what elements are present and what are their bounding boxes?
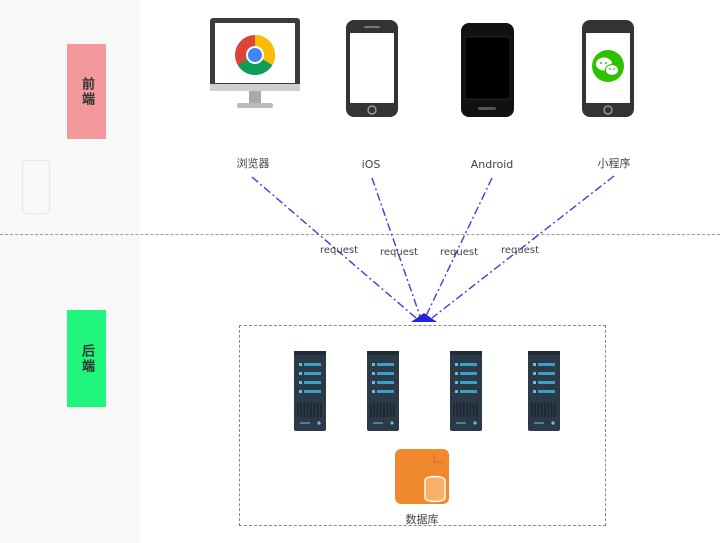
client-label-ios: iOS (361, 158, 381, 171)
server-rack-icon (294, 351, 560, 431)
arrow-browser (251, 176, 417, 319)
wechat-phone-icon (582, 20, 634, 117)
client-label-miniprogram: 小程序 (597, 157, 631, 170)
database-icon (395, 449, 449, 504)
server-unit (450, 351, 482, 431)
arrowhead-icon (411, 313, 437, 322)
frontend-section-label: 前端 (67, 44, 106, 139)
frontend-backend-divider (0, 234, 720, 235)
request-arrows (251, 175, 615, 319)
faded-phone-icon (22, 160, 50, 214)
arrow-android (425, 177, 493, 317)
request-label-browser: request (320, 245, 359, 256)
server-unit (367, 351, 399, 431)
client-label-android: Android (470, 158, 514, 171)
chrome-monitor-icon (210, 18, 300, 108)
database-label: 数据库 (405, 513, 439, 526)
iphone-white-icon (346, 20, 398, 117)
request-label-android: request (440, 247, 479, 258)
request-label-miniprogram: request (501, 245, 540, 256)
arrow-miniprogram (431, 175, 615, 319)
server-unit (528, 351, 560, 431)
backend-server-group (239, 325, 606, 526)
android-phone-icon (461, 23, 514, 117)
backend-label-text: 后端 (79, 343, 94, 374)
frontend-label-text: 前端 (79, 76, 94, 107)
request-label-ios: request (380, 247, 419, 258)
backend-section-label: 后端 (67, 310, 106, 407)
server-unit (294, 351, 326, 431)
client-label-browser: 浏览器 (236, 157, 270, 170)
